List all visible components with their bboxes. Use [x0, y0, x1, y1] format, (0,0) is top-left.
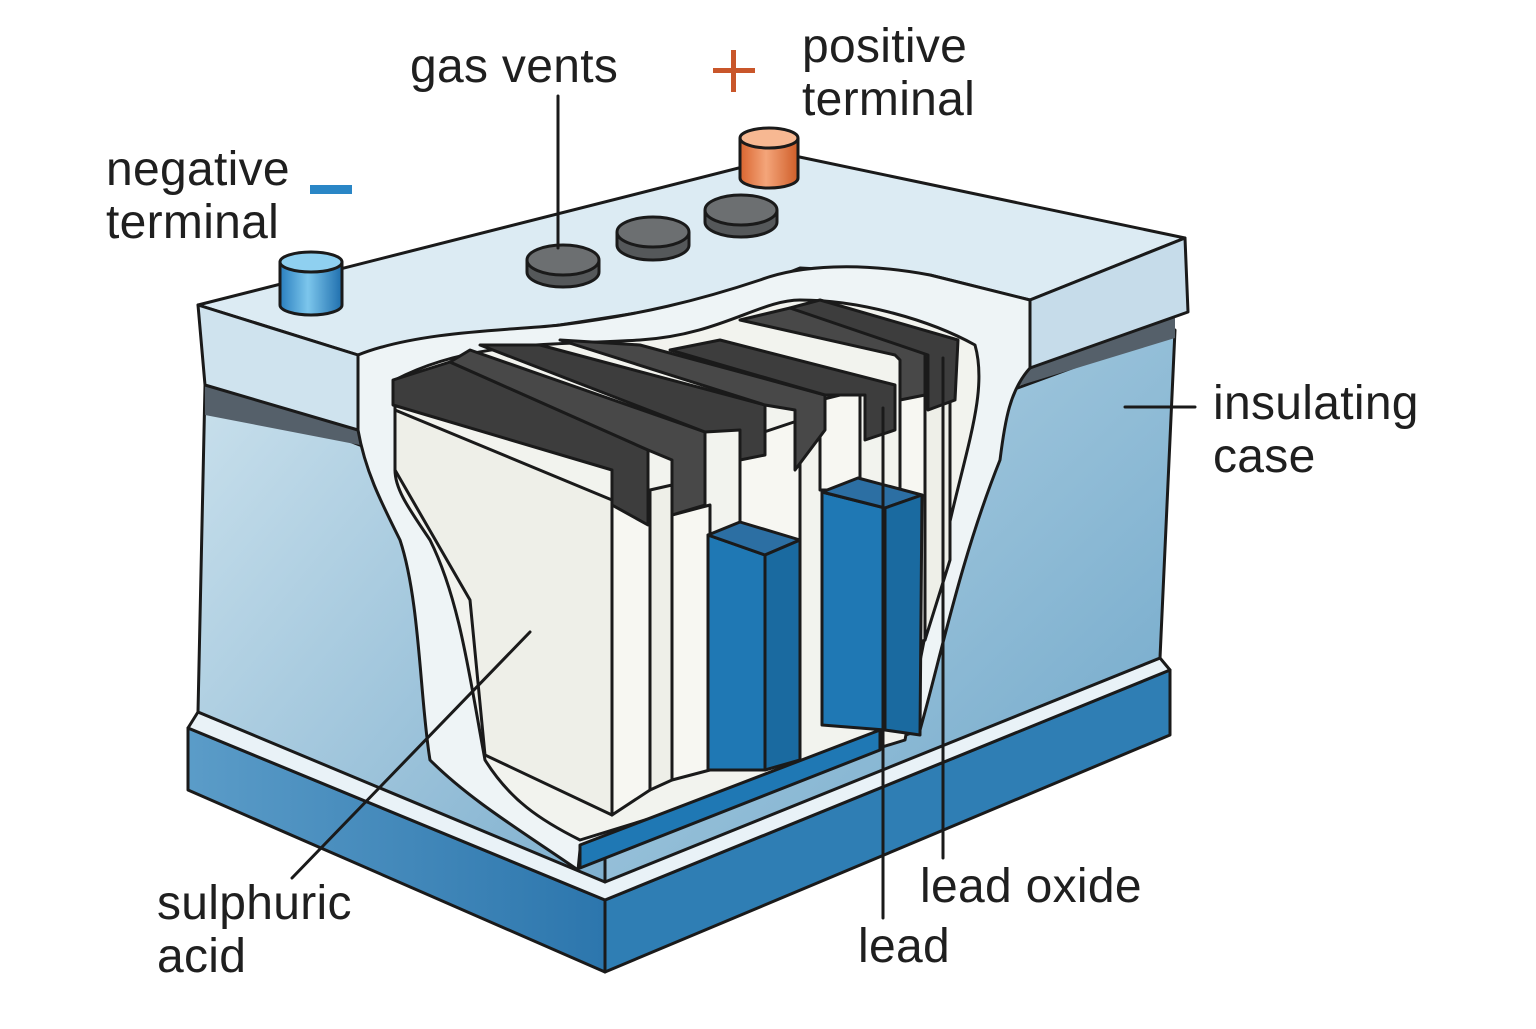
- negative-terminal-label-line2: terminal: [106, 196, 280, 249]
- leader-lines: [290, 94, 1197, 920]
- case-shadow-band-right: [1005, 318, 1175, 390]
- plate-sheet: [648, 483, 674, 792]
- lead-oxide-label: lead oxide: [920, 860, 1142, 913]
- plate-top: [448, 348, 707, 517]
- plate-top: [478, 343, 767, 462]
- lead-plates: [578, 476, 924, 870]
- plate-top: [668, 338, 897, 442]
- positive-sign-icon: +: [713, 50, 755, 92]
- negative-terminal-label: negative terminal: [106, 143, 290, 249]
- insulating-case-label-line2: case: [1213, 430, 1316, 483]
- plate-top: [558, 338, 827, 472]
- sulphuric-acid-label-line1: sulphuric: [157, 877, 352, 930]
- gas-vents-label: gas vents: [410, 40, 619, 93]
- blue-plate-left-side: [763, 538, 802, 772]
- insulating-case-label-line1: insulating: [1213, 377, 1419, 430]
- vent-cap: [703, 193, 779, 239]
- vent-cap: [525, 243, 601, 289]
- negative-sign-icon: −: [310, 185, 352, 194]
- sulphuric-acid-leader: [290, 630, 532, 880]
- positive-terminal-label: positive terminal: [802, 20, 975, 126]
- plate-sheet: [670, 503, 712, 782]
- lead-label: lead: [858, 920, 950, 973]
- sulphuric-acid-label: sulphuric acid: [157, 877, 352, 983]
- blue-plate-right: [820, 490, 887, 732]
- negative-terminal-post: [278, 250, 344, 317]
- sulphuric-acid-label-line2: acid: [157, 930, 247, 983]
- positive-terminal-label-line1: positive: [802, 20, 968, 73]
- positive-terminal-label-line2: terminal: [802, 73, 976, 126]
- vent-cap: [615, 215, 691, 262]
- positive-terminal-post: [738, 126, 800, 190]
- plate-top: [788, 298, 960, 412]
- plate-sheet: [610, 488, 652, 817]
- blue-plate-right-side: [883, 493, 924, 737]
- plate-tops: [391, 298, 960, 527]
- blue-plate-left: [706, 533, 767, 772]
- insulating-case-label: insulating case: [1213, 377, 1419, 483]
- case-shadow-band: [205, 385, 360, 445]
- negative-terminal-label-line1: negative: [106, 143, 290, 196]
- blue-base-strip: [578, 728, 882, 870]
- vent-caps: [525, 193, 779, 289]
